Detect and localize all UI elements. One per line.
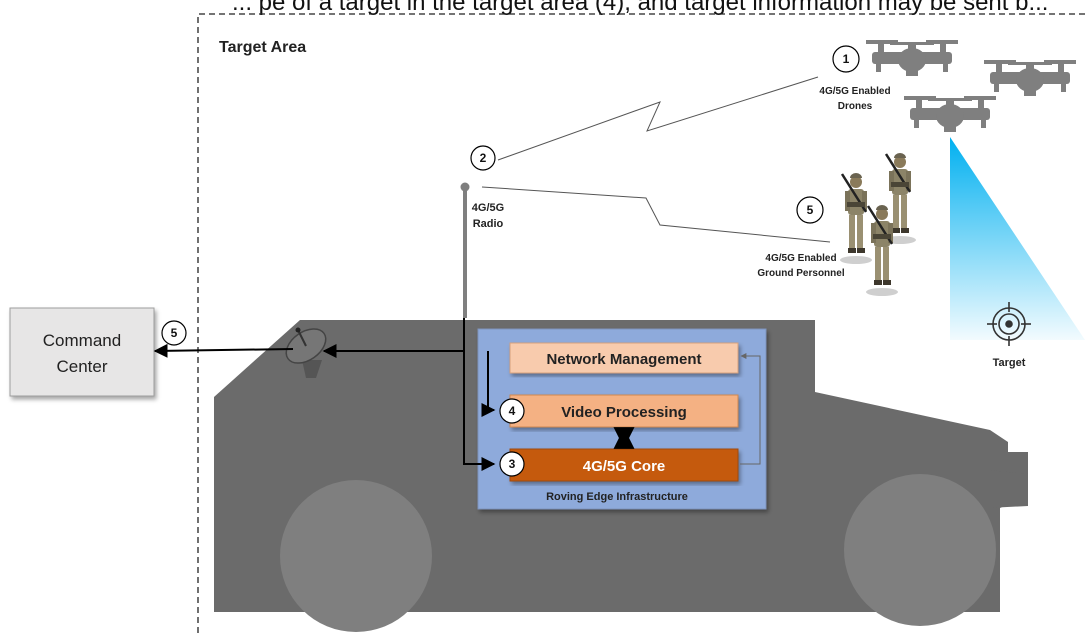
- drones-label-line2: Drones: [838, 101, 873, 112]
- drone-icon: [984, 60, 1076, 96]
- radio-label-line1: 4G/5G: [472, 202, 504, 214]
- core-label: 4G/5G Core: [583, 458, 666, 475]
- video-marker-circle: [499, 398, 525, 424]
- personnel-marker-circle: [796, 196, 824, 224]
- radio-to-drones-link: [497, 76, 819, 161]
- soldier-icon: [838, 171, 874, 266]
- edge-video-feed: [481, 351, 496, 417]
- radio-to-personnel-link: [481, 186, 831, 243]
- network-management-label: Network Management: [546, 351, 701, 368]
- dish-to-command-arrow: [153, 343, 294, 358]
- crosshair-icon: [987, 302, 1031, 346]
- roving-edge-title: Roving Edge Infrastructure: [546, 491, 688, 503]
- command-center-marker: 5: [171, 326, 178, 340]
- radio-to-edge-lines: [463, 318, 496, 471]
- drones-marker-circle: [832, 45, 860, 73]
- radio-marker: 2: [480, 151, 487, 165]
- header-fragment: ... pe of a target in the target area (4…: [232, 0, 1048, 16]
- video-marker: 4: [509, 404, 516, 418]
- satellite-dish-icon: [285, 327, 327, 378]
- target-area-boundary: [197, 13, 1085, 633]
- personnel-marker: 5: [807, 203, 814, 217]
- drones-marker: 1: [843, 52, 850, 66]
- personnel-label-line1: 4G/5G Enabled: [765, 253, 836, 264]
- target-sensing-beam: [950, 137, 1085, 340]
- command-center-label-line1: Command: [43, 331, 121, 350]
- front-wheel: [844, 474, 996, 626]
- target-area-label: Target Area: [219, 39, 306, 56]
- rear-wheel: [280, 480, 432, 632]
- core-to-network-loop: [740, 353, 761, 465]
- command-center-label-line2: Center: [56, 357, 107, 376]
- core-marker: 3: [509, 457, 516, 471]
- personnel-label-line2: Ground Personnel: [757, 268, 844, 279]
- drone-icon: [866, 40, 958, 76]
- radio-label-line2: Radio: [473, 218, 504, 230]
- command-center-box: [9, 307, 155, 397]
- radio-marker-circle: [470, 145, 496, 171]
- drones-label-line1: 4G/5G Enabled: [819, 86, 890, 97]
- command-center-marker-circle: [161, 320, 187, 346]
- network-management-box: [509, 342, 739, 374]
- video-processing-label: Video Processing: [561, 404, 687, 421]
- radio-antenna-tip: [460, 182, 470, 192]
- core-marker-circle: [499, 451, 525, 477]
- target-label: Target: [993, 357, 1026, 369]
- drone-icon: [904, 96, 996, 132]
